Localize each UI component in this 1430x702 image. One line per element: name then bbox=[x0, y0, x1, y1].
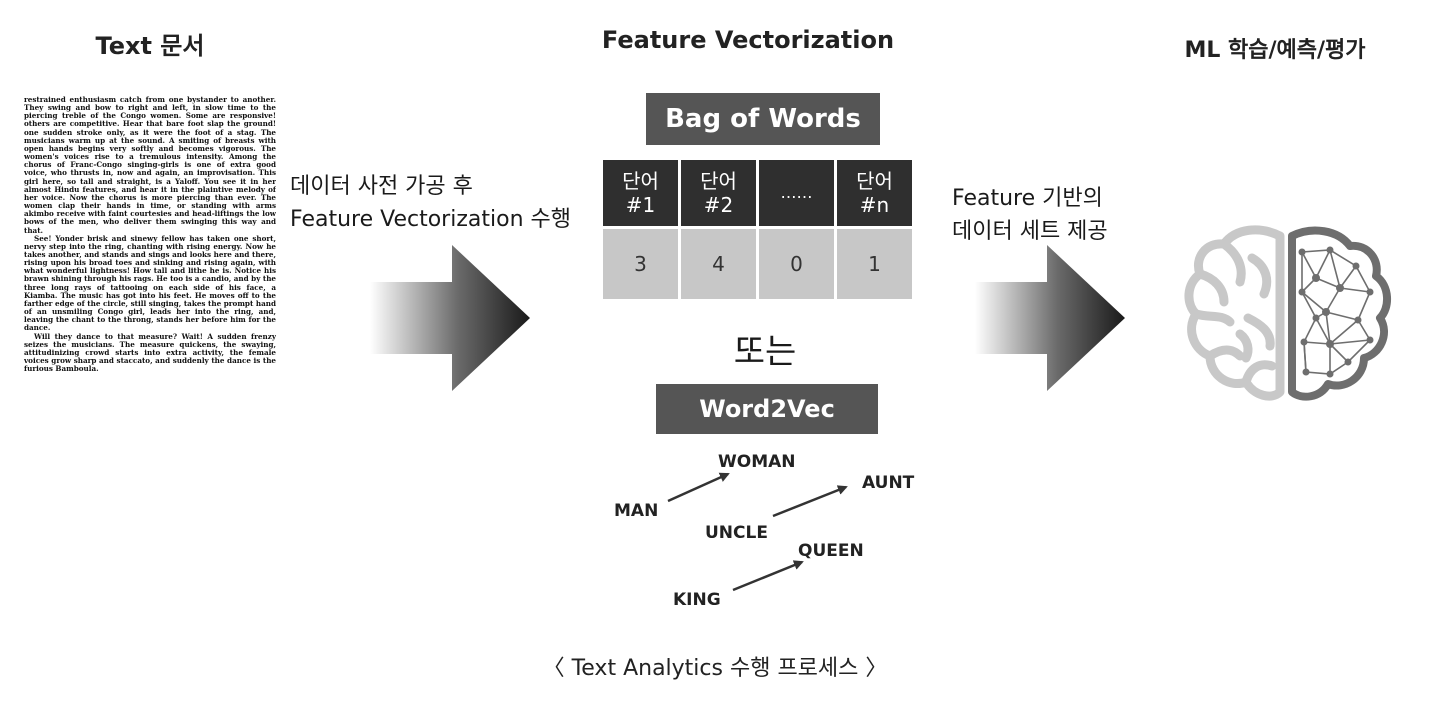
brain-icon bbox=[1184, 225, 1391, 401]
bag-of-words-table: 단어#1 단어#2 …… 단어#n 3 4 0 1 bbox=[600, 157, 915, 302]
vector-arrow-icon bbox=[772, 485, 848, 518]
header-line: #n bbox=[859, 193, 890, 217]
table-header-cell: 단어#2 bbox=[681, 160, 756, 226]
header-line: …… bbox=[780, 183, 813, 202]
heading-ml: ML 학습/예측/평가 bbox=[1184, 38, 1366, 63]
left-caption-line1: 데이터 사전 가공 후 bbox=[290, 174, 473, 199]
table-value-cell: 1 bbox=[837, 229, 912, 299]
header-line: #2 bbox=[703, 193, 734, 217]
word-label: MAN bbox=[614, 501, 659, 521]
table-header-row: 단어#1 단어#2 …… 단어#n bbox=[603, 160, 912, 226]
or-text: 또는 bbox=[733, 332, 797, 372]
header-line: #1 bbox=[625, 193, 656, 217]
header-line: 단어 bbox=[700, 169, 737, 193]
doc-paragraph: See! Yonder brisk and sinewy fellow has … bbox=[24, 233, 276, 333]
text-document-image: restrained enthusiasm catch from one bys… bbox=[24, 96, 276, 452]
table-header-cell: 단어#n bbox=[837, 160, 912, 226]
word-label: UNCLE bbox=[705, 523, 768, 543]
header-line: 단어 bbox=[856, 169, 893, 193]
table-value-cell: 4 bbox=[681, 229, 756, 299]
doc-paragraph: Will they dance to that measure? Wait! A… bbox=[24, 331, 276, 374]
figure-caption: 〈 Text Analytics 수행 프로세스 〉 bbox=[542, 656, 888, 681]
doc-paragraph: restrained enthusiasm catch from one bys… bbox=[24, 96, 276, 235]
table-header-cell: …… bbox=[759, 160, 834, 226]
left-caption: 데이터 사전 가공 후 Feature Vectorization 수행 bbox=[290, 170, 610, 236]
word-label: KING bbox=[673, 590, 721, 610]
table-value-cell: 3 bbox=[603, 229, 678, 299]
heading-feature-vectorization: Feature Vectorization bbox=[601, 26, 895, 54]
heading-text-document: Text 문서 bbox=[95, 32, 205, 60]
vector-arrow-icon bbox=[667, 472, 730, 503]
table-header-cell: 단어#1 bbox=[603, 160, 678, 226]
word-label: WOMAN bbox=[718, 452, 796, 472]
gradient-arrow-icon bbox=[975, 245, 1125, 391]
word2vec-arrows bbox=[667, 472, 848, 592]
table-value-cell: 0 bbox=[759, 229, 834, 299]
header-line: 단어 bbox=[622, 169, 659, 193]
word2vec-title: Word2Vec bbox=[656, 384, 878, 434]
word-label: AUNT bbox=[862, 473, 915, 493]
right-caption-line2: 데이터 세트 제공 bbox=[952, 219, 1108, 244]
right-caption-line1: Feature 기반의 bbox=[952, 186, 1103, 211]
right-caption: Feature 기반의 데이터 세트 제공 bbox=[952, 182, 1172, 248]
bag-of-words-title: Bag of Words bbox=[646, 93, 880, 145]
table-value-row: 3 4 0 1 bbox=[603, 229, 912, 299]
gradient-arrow-icon bbox=[370, 245, 530, 391]
left-caption-line2: Feature Vectorization 수행 bbox=[290, 207, 571, 232]
vector-arrow-icon bbox=[732, 560, 804, 592]
word-label: QUEEN bbox=[798, 541, 864, 561]
